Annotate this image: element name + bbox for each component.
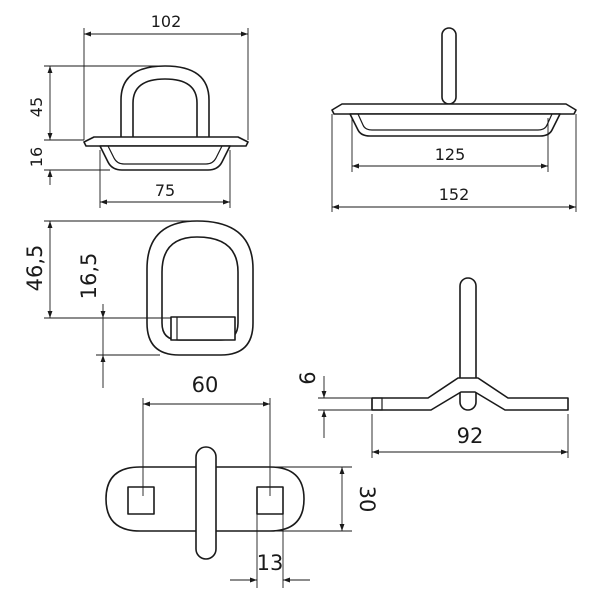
ring-outer bbox=[120, 65, 210, 141]
dim-strap-width: 30 bbox=[355, 486, 379, 513]
dim-square-hole: 13 bbox=[257, 551, 284, 575]
dim-side-inner: 125 bbox=[435, 145, 466, 164]
dim-rod-thickness: 6 bbox=[296, 371, 320, 384]
view-front-ring bbox=[83, 65, 249, 171]
dim-top-width: 102 bbox=[151, 12, 182, 31]
view-top-ring bbox=[146, 220, 254, 356]
dim-base-height: 16 bbox=[27, 147, 46, 167]
dim-front-height: 46,5 bbox=[23, 245, 47, 292]
flange bbox=[83, 136, 249, 147]
strap-body bbox=[371, 377, 569, 411]
clip-block bbox=[170, 316, 236, 341]
side-bowl-inner bbox=[357, 113, 553, 131]
view1-dimensions: 102 45 16 75 bbox=[27, 12, 249, 208]
plan-rod bbox=[195, 446, 217, 560]
ring-rod-side bbox=[441, 27, 457, 105]
view4-dimensions: 6 92 bbox=[296, 371, 569, 458]
square-hole-left bbox=[127, 486, 155, 515]
bowl-inner-line bbox=[107, 145, 223, 165]
view-plan bbox=[105, 446, 305, 560]
side-bowl bbox=[349, 113, 561, 137]
dim-bowl-width: 75 bbox=[155, 181, 175, 200]
dim-ring-height: 45 bbox=[27, 97, 46, 117]
dim-side-outer: 152 bbox=[439, 185, 470, 204]
view3-dimensions: 46,5 16,5 bbox=[23, 220, 200, 388]
view5-dimensions: 60 30 13 bbox=[142, 373, 379, 588]
dim-strap-length: 92 bbox=[457, 424, 484, 448]
dim-front-clip: 16,5 bbox=[77, 253, 101, 300]
side-flange bbox=[331, 103, 577, 115]
bowl bbox=[99, 145, 231, 171]
view-side bbox=[331, 27, 577, 137]
strap-rod bbox=[459, 277, 477, 411]
view2-dimensions: 125 152 bbox=[331, 114, 577, 212]
dim-hole-spacing: 60 bbox=[192, 373, 219, 397]
view-strap bbox=[371, 277, 569, 411]
